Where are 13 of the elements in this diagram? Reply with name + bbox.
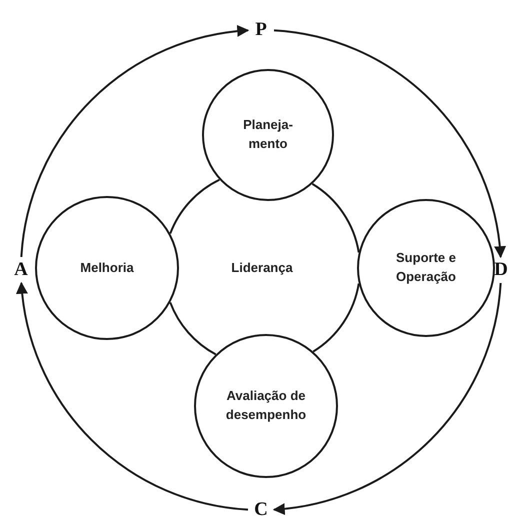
cycle-arrow	[16, 282, 248, 511]
cycle-arrow	[272, 282, 502, 514]
node-text: Liderança	[230, 258, 294, 277]
cycle-arrow	[20, 26, 250, 258]
cycle-letter: A	[11, 259, 31, 281]
node-text: Melhoria	[79, 258, 135, 277]
cycle-arrow	[274, 29, 506, 258]
cycle-letter: P	[251, 19, 271, 41]
node-text: Planeja- mento	[242, 116, 294, 153]
cycle-letter: C	[251, 499, 271, 521]
node-text: Suporte e Operação	[395, 249, 457, 286]
node-text: Avaliação de desempenho	[224, 387, 308, 424]
cycle-letter: D	[491, 259, 511, 281]
